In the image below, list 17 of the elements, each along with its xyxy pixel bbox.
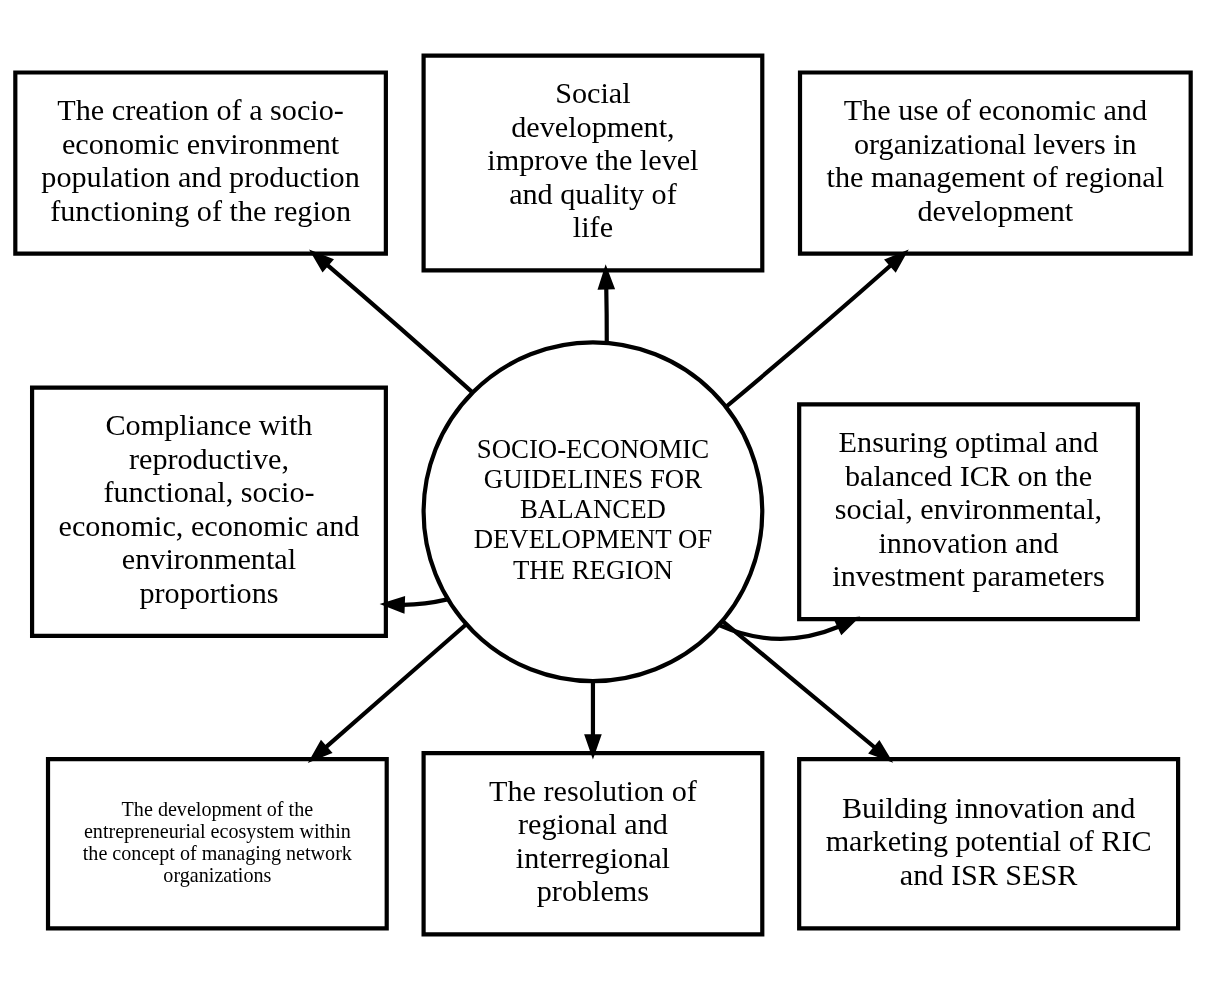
node-box: The use of economic and organizational levers in the management of regional development	[797, 69, 1193, 256]
arrow	[718, 615, 861, 641]
arrow	[584, 680, 602, 759]
arrow	[597, 263, 616, 343]
arrow	[379, 595, 448, 614]
node-box: The creation of a socio-economic environment population and production functioning of the region	[13, 69, 388, 256]
node-box: Building innovation and marketing potential of RIC and ISR SESR	[797, 756, 1181, 930]
node-box: Compliance with reproductive, functional, socio-economic, economic and environmental proportions	[30, 385, 388, 638]
node-box: Social development, improve the level and quality of life	[421, 53, 765, 272]
node-circle: SOCIO-ECONOMIC GUIDELINES FOR BALANCED DEVELOPMENT OF THE REGION	[421, 339, 765, 683]
arrow	[724, 248, 909, 408]
arrow	[307, 622, 468, 763]
arrow	[721, 618, 894, 763]
node-box: Ensuring optimal and balanced ICR on the social, environmental, innovation and investment parameters	[797, 401, 1140, 621]
node-box: The resolution of regional and interregional problems	[421, 750, 765, 936]
node-box: The development of the entrepreneurial ecosystem within the concept of managing network organizations	[45, 756, 389, 930]
arrow	[309, 249, 474, 394]
